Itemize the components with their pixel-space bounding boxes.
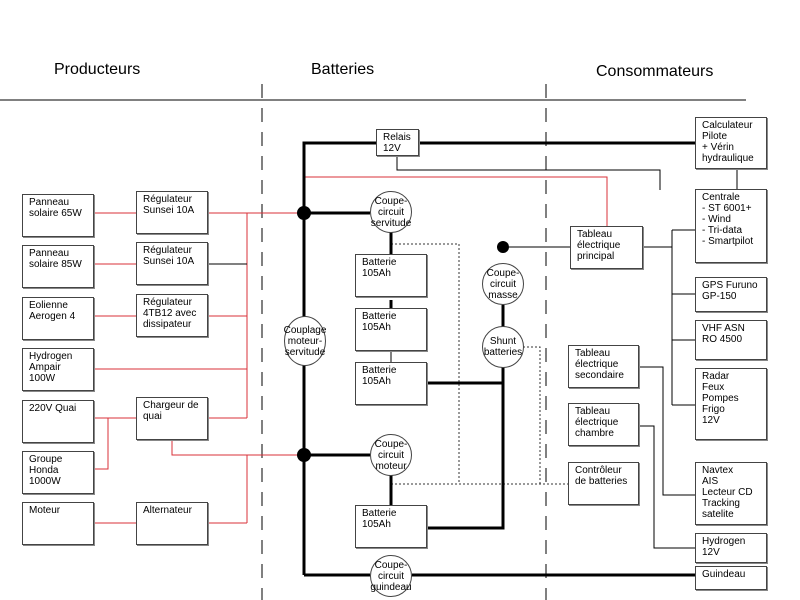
producer-moteur[interactable]: Moteur xyxy=(22,502,94,545)
junction-servitude xyxy=(297,206,311,220)
batterie-1[interactable]: Batterie 105Ah xyxy=(355,254,427,297)
consumer-vhf-asn[interactable]: VHF ASN RO 4500 xyxy=(695,320,767,360)
consumer-gps-furuno[interactable]: GPS Furuno GP-150 xyxy=(695,277,767,312)
batterie-moteur[interactable]: Batterie 105Ah xyxy=(355,505,427,548)
consumer-guindeau[interactable]: Guindeau xyxy=(695,566,767,590)
producer-220v-quai[interactable]: 220V Quai xyxy=(22,400,94,443)
consumer-calculateur-pilote[interactable]: Calculateur Pilote + Vérin hydraulique xyxy=(695,117,767,169)
junction-masse xyxy=(497,241,509,253)
shunt-batteries[interactable]: Shunt batteries xyxy=(482,326,524,368)
junction-moteur xyxy=(297,448,311,462)
header-producteurs: Producteurs xyxy=(54,61,141,78)
coupe-circuit-moteur[interactable]: Coupe- circuit moteur xyxy=(370,434,412,476)
alternateur[interactable]: Alternateur xyxy=(136,502,208,545)
relais-12v[interactable]: Relais 12V xyxy=(376,129,419,156)
batterie-2[interactable]: Batterie 105Ah xyxy=(355,308,427,351)
monitor-wiring xyxy=(391,243,570,485)
power-wiring xyxy=(302,141,696,577)
tableau-electrique-secondaire[interactable]: Tableau électrique secondaire xyxy=(568,345,639,388)
consumer-radar-feux[interactable]: Radar Feux Pompes Frigo 12V xyxy=(695,368,767,440)
coupe-circuit-servitude[interactable]: Coupe- circuit servitude xyxy=(370,191,412,233)
consumer-centrale[interactable]: Centrale - ST 6001+ - Wind - Tri-data - … xyxy=(695,189,767,263)
couplage-moteur-servitude[interactable]: Couplage moteur- servitude xyxy=(284,316,326,366)
header-consommateurs: Consommateurs xyxy=(596,63,714,80)
charge-wiring xyxy=(94,176,608,524)
batterie-3[interactable]: Batterie 105Ah xyxy=(355,362,427,405)
consumer-navtex-ais[interactable]: Navtex AIS Lecteur CD Tracking satelite xyxy=(695,462,767,525)
producer-panneau-65w[interactable]: Panneau solaire 65W xyxy=(22,194,94,237)
tableau-electrique-principal[interactable]: Tableau électrique principal xyxy=(570,226,643,269)
tableau-electrique-chambre[interactable]: Tableau électrique chambre xyxy=(568,403,639,446)
coupe-circuit-guindeau[interactable]: Coupe- circuit guindeau xyxy=(370,555,412,597)
producer-groupe-honda[interactable]: Groupe Honda 1000W xyxy=(22,451,94,494)
chargeur-de-quai[interactable]: Chargeur de quai xyxy=(136,397,208,440)
coupe-circuit-masse[interactable]: Coupe- circuit masse xyxy=(482,263,524,305)
producer-eolienne[interactable]: Eolienne Aerogen 4 xyxy=(22,297,94,340)
regulator-sunsei-1[interactable]: Régulateur Sunsei 10A xyxy=(136,191,208,234)
regulator-sunsei-2[interactable]: Régulateur Sunsei 10A xyxy=(136,242,208,285)
controleur-de-batteries[interactable]: Contrôleur de batteries xyxy=(568,462,639,505)
producer-hydrogen-ampair[interactable]: Hydrogen Ampair 100W xyxy=(22,348,94,391)
regulator-4tb12[interactable]: Régulateur 4TB12 avec dissipateur xyxy=(136,294,208,337)
header-batteries: Batteries xyxy=(311,61,375,78)
consumer-hydrogen-12v[interactable]: Hydrogen 12V xyxy=(695,533,767,563)
producer-panneau-85w[interactable]: Panneau solaire 85W xyxy=(22,245,94,288)
